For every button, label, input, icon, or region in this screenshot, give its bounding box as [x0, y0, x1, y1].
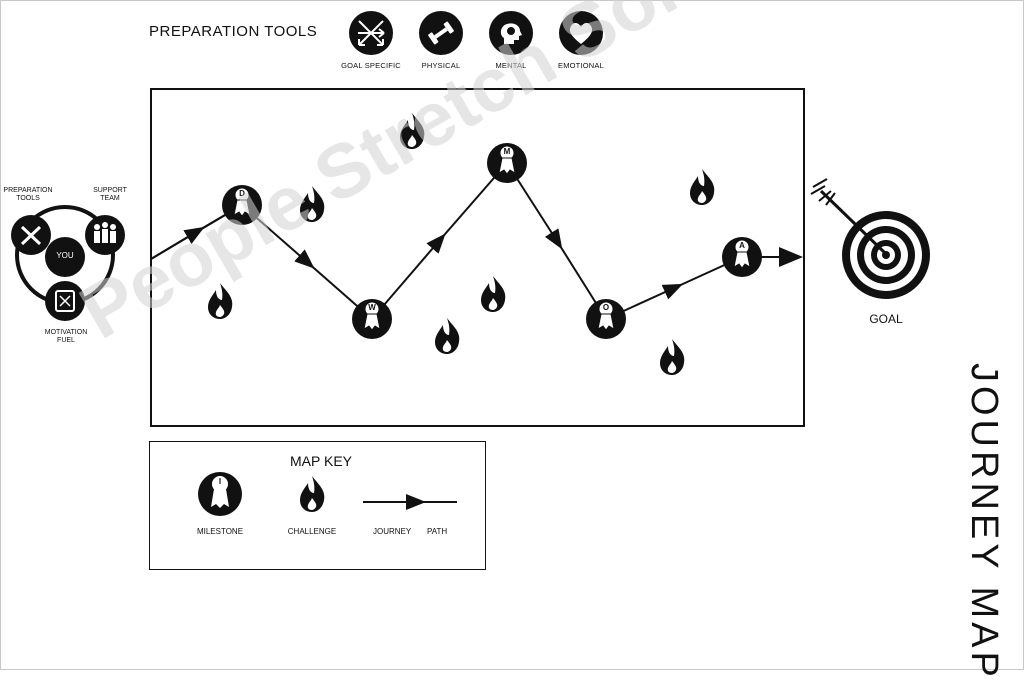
tool-label: EMOTIONAL — [558, 61, 604, 70]
tool-label: PHYSICAL — [421, 61, 461, 70]
milestone-badges — [222, 143, 762, 339]
milestone-letter-w: W — [368, 303, 376, 312]
milestone-letter-m: M — [503, 147, 511, 156]
journey-map-title-text: JOURNEY MAP — [963, 363, 1005, 681]
milestone-letter-d: D — [239, 189, 245, 198]
key-journey-label: JOURNEY — [373, 527, 412, 536]
brain-icon — [489, 11, 533, 55]
motivation-fuel-label: MOTIVATION FUEL — [44, 329, 88, 345]
milestone-letter-a: A — [739, 241, 745, 250]
key-milestone-label: MILESTONE — [196, 527, 244, 536]
journey-frame — [150, 88, 805, 427]
dumbbell-icon — [419, 11, 463, 55]
map-key-title: MAP KEY — [290, 453, 352, 469]
preparation-tools-title: PREPARATION TOOLS — [149, 23, 318, 40]
tool-label: GOAL SPECIFIC — [341, 61, 401, 70]
you-label: YOU — [56, 251, 74, 260]
key-milestone-letter: I — [218, 477, 222, 486]
tool-label: MENTAL — [495, 61, 527, 70]
goal-label: GOAL — [869, 312, 903, 326]
support-team-label: SUPPORT TEAM — [93, 187, 127, 203]
milestone-letter-o: O — [602, 303, 610, 312]
map-key: MAP KEY — [149, 441, 486, 570]
arrows-icon — [349, 11, 393, 55]
journey-map-title: JOURNEY MAP — [961, 363, 1021, 681]
heart-icon — [559, 11, 603, 55]
key-challenge-label: CHALLENGE — [287, 527, 337, 536]
goal-target-icon — [810, 178, 930, 299]
tool-emotional: EMOTIONAL — [536, 11, 626, 70]
journey-path — [150, 113, 930, 516]
you-diagram — [11, 205, 125, 321]
you-circle — [45, 237, 85, 277]
key-path-label: PATH — [427, 527, 448, 536]
preparation-tools-label: PREPARATION TOOLS — [3, 187, 53, 203]
tool-mental: MENTAL — [466, 11, 556, 70]
tool-physical: PHYSICAL — [396, 11, 486, 70]
key-milestone-icon — [198, 472, 242, 516]
tool-goal-specific: GOAL SPECIFIC — [326, 11, 416, 70]
